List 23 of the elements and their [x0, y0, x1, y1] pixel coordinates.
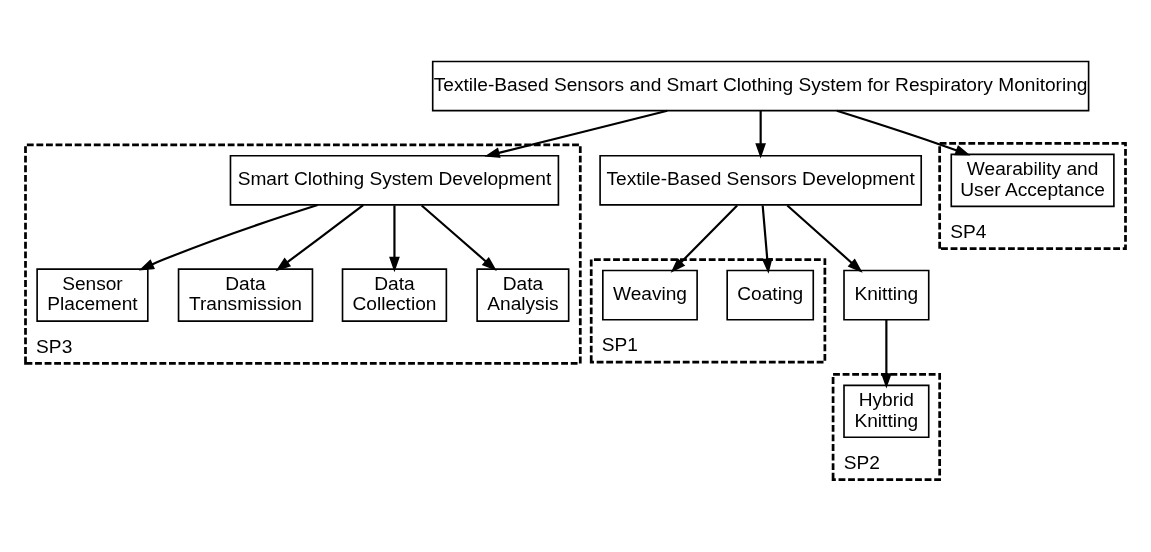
arrow: [786, 204, 863, 273]
arrow: [670, 204, 738, 273]
arrow: [836, 109, 971, 156]
node-box: Textile-Based Sensors and Smart Clothing System for Respiratory Monitoring: [431, 60, 1090, 112]
node-box: Data Collection: [341, 268, 448, 322]
arrow: [275, 204, 364, 272]
arrow: [138, 203, 318, 271]
node-box: Smart Clothing System Development: [229, 154, 560, 206]
arrow: [761, 205, 773, 274]
node-box: Data Transmission: [177, 268, 314, 322]
arrow: [420, 204, 497, 272]
node-box: Coating: [726, 269, 815, 321]
arrow: [755, 111, 767, 159]
node-box: Sensor Placement: [36, 268, 149, 322]
arrow: [881, 320, 892, 389]
node-box: Data Analysis: [476, 268, 570, 322]
node-box: Wearability and User Acceptance: [950, 153, 1115, 208]
arrow: [389, 205, 400, 273]
node-box: Knitting: [843, 269, 930, 321]
node-box: Hybrid Knitting: [843, 384, 930, 439]
node-box: Weaving: [602, 269, 698, 321]
arrow: [484, 109, 668, 158]
node-box: Textile-Based Sensors Development: [599, 154, 923, 206]
